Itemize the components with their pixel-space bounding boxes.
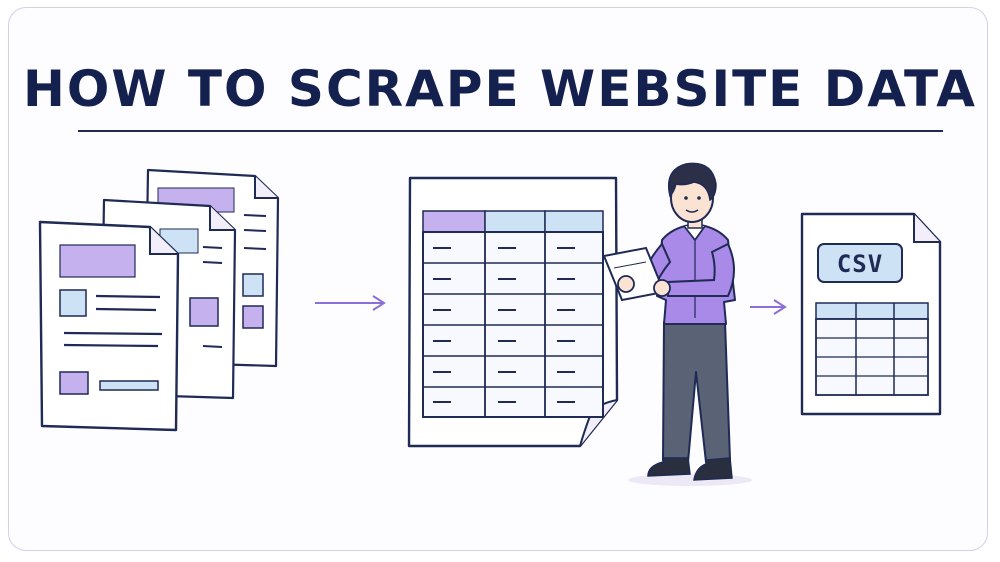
person-illustration	[602, 162, 752, 486]
arrow-right-icon	[750, 299, 787, 315]
web-pages-stack	[38, 168, 280, 432]
slide-title: HOW TO SCRAPE WEBSITE DATA	[23, 60, 977, 118]
csv-file: CSV	[800, 212, 942, 416]
title-underline	[78, 130, 943, 132]
csv-badge-label: CSV	[837, 250, 883, 278]
web-page-front	[38, 220, 180, 432]
csv-badge	[817, 243, 903, 283]
data-table-sheet	[407, 176, 619, 448]
arrow-right-icon	[315, 295, 386, 311]
